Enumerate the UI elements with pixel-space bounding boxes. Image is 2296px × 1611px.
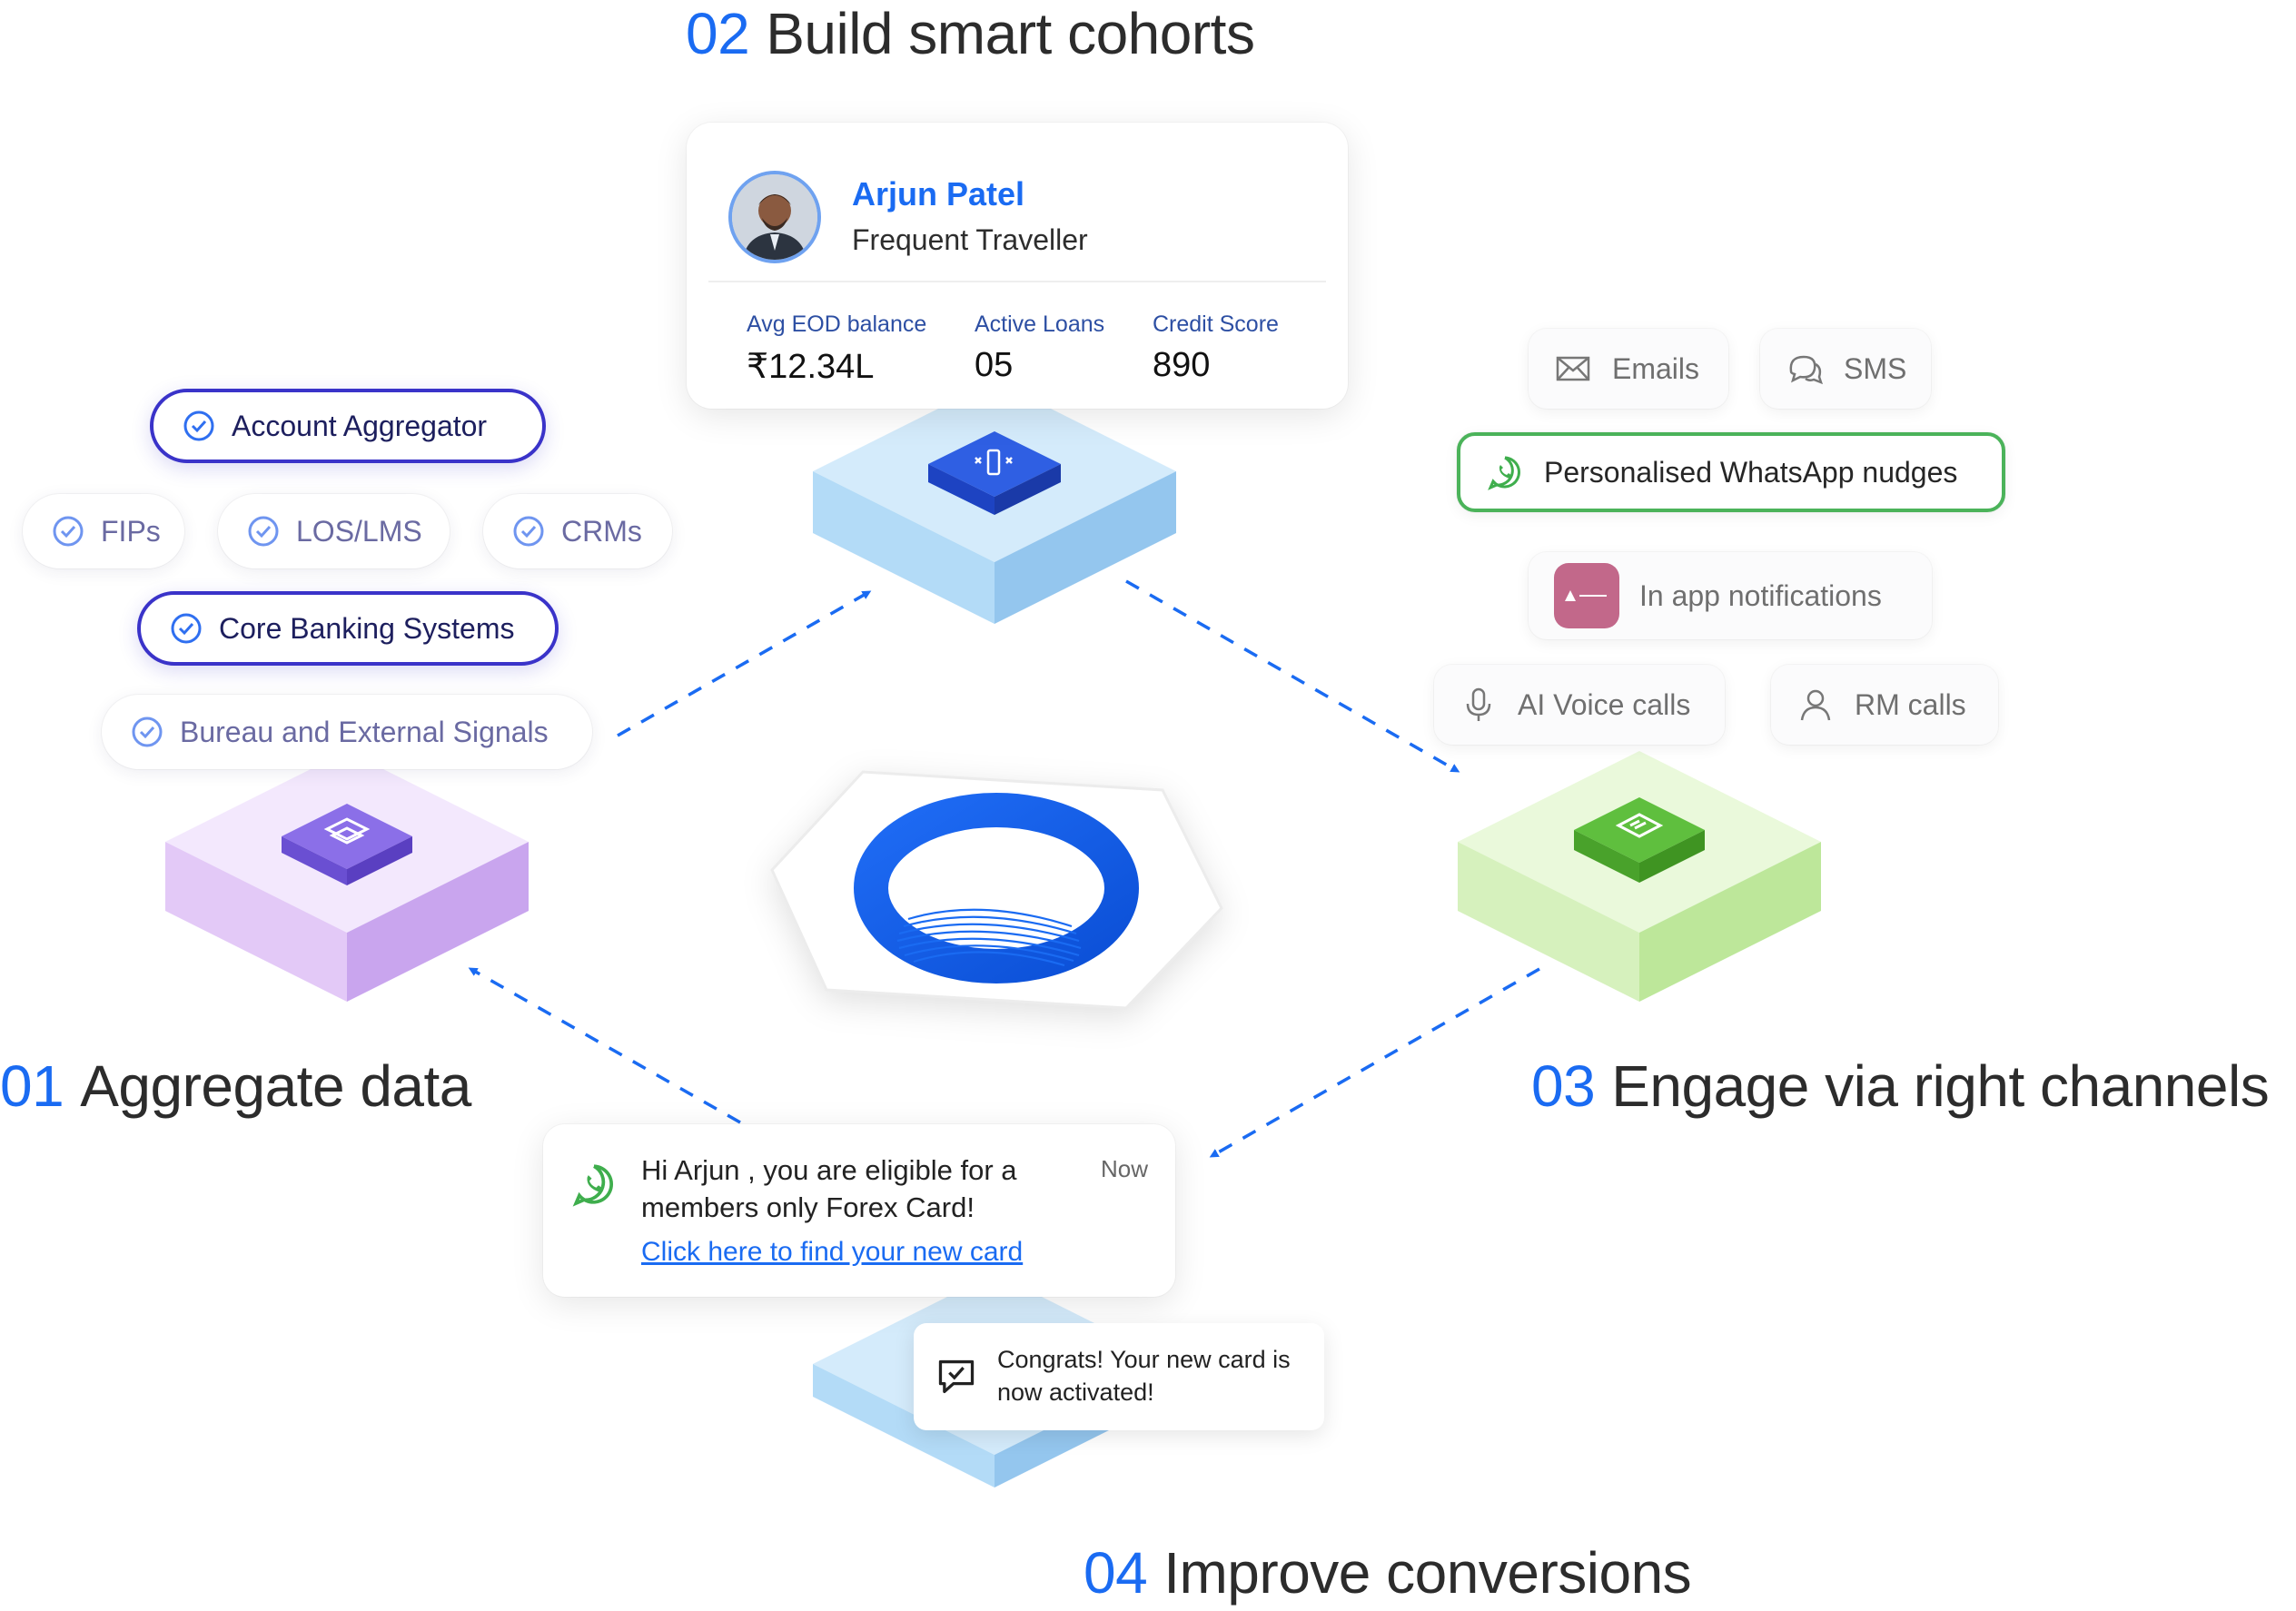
stat-label-loans: Active Loans (975, 311, 1105, 337)
whatsapp-icon (1488, 456, 1520, 490)
platform-logo (770, 770, 1223, 1010)
filter-icon (975, 449, 1013, 476)
tile-label: Emails (1612, 351, 1700, 385)
check-circle-icon (248, 516, 279, 547)
microphone-icon (1466, 687, 1491, 721)
whatsapp-notification[interactable]: Hi Arjun , you are eligible for a member… (543, 1124, 1175, 1297)
chip-fips[interactable]: FIPs (23, 494, 184, 568)
profile-segment: Frequent Traveller (852, 223, 1088, 256)
profile-name: Arjun Patel (852, 175, 1025, 212)
notification-message: Hi Arjun , you are eligible for a member… (641, 1154, 1017, 1223)
person-photo (732, 174, 817, 260)
engage-block (1458, 751, 1821, 1002)
chip-crms[interactable]: CRMs (483, 494, 672, 568)
card-divider (708, 281, 1326, 282)
profile-card[interactable]: Arjun Patel Frequent Traveller Avg EOD b… (687, 123, 1348, 409)
aggregate-block (165, 751, 529, 1002)
check-circle-icon (183, 410, 214, 441)
chat-bubbles-icon (1789, 355, 1824, 385)
avatar (728, 171, 821, 263)
chip-core-banking[interactable]: Core Banking Systems (137, 591, 559, 666)
chip-label: LOS/LMS (296, 514, 422, 548)
storage-icon (323, 817, 371, 845)
stat-label-balance: Avg EOD balance (747, 311, 927, 337)
message-icon (1615, 813, 1664, 838)
step-01-number: 01 (0, 1053, 64, 1119)
step-02-number: 02 (686, 1, 750, 66)
cohorts-block (813, 381, 1176, 624)
check-circle-icon (513, 516, 544, 547)
stat-value-balance: ₹12.34L (747, 348, 875, 386)
chip-bureau[interactable]: Bureau and External Signals (102, 695, 592, 769)
step-04-number: 04 (1084, 1540, 1148, 1606)
tile-label: AI Voice calls (1518, 687, 1691, 721)
bank-logo-icon (1565, 590, 1607, 601)
step-02-label: Build smart cohorts (766, 1, 1255, 66)
chip-label: CRMs (561, 514, 642, 548)
channel-rm-calls[interactable]: RM calls (1771, 665, 1998, 745)
step-04-label: Improve conversions (1163, 1540, 1692, 1606)
check-circle-icon (53, 516, 84, 547)
channel-sms[interactable]: SMS (1760, 329, 1931, 409)
step-01-label: Aggregate data (80, 1053, 471, 1119)
notification-time: Now (1101, 1155, 1149, 1182)
check-circle-icon (171, 613, 202, 644)
mail-icon (1556, 356, 1590, 381)
tile-label: RM calls (1855, 687, 1966, 721)
notification-link[interactable]: Click here to find your new card (641, 1237, 1024, 1267)
chip-account-aggregator[interactable]: Account Aggregator (150, 389, 546, 463)
tile-label: In app notifications (1639, 578, 1882, 612)
channel-whatsapp[interactable]: Personalised WhatsApp nudges (1457, 432, 2005, 512)
chip-label: Account Aggregator (232, 409, 488, 442)
check-circle-icon (132, 717, 163, 747)
stat-value-loans: 05 (975, 346, 1014, 384)
user-icon (1800, 689, 1831, 721)
bank-app-icon (1554, 563, 1619, 628)
chip-los-lms[interactable]: LOS/LMS (218, 494, 450, 568)
step-03-label: Engage via right channels (1611, 1053, 2270, 1119)
stat-value-credit: 890 (1153, 346, 1211, 384)
chip-label: Bureau and External Signals (180, 715, 549, 748)
confirmation-message: Congrats! Your new card is now activated… (997, 1346, 1291, 1406)
channel-ai-voice[interactable]: AI Voice calls (1434, 665, 1725, 745)
step-03-number: 03 (1531, 1053, 1596, 1119)
channel-emails[interactable]: Emails (1529, 329, 1728, 409)
stat-label-credit: Credit Score (1153, 311, 1279, 337)
chip-label: FIPs (101, 514, 161, 548)
chip-label: Core Banking Systems (219, 611, 515, 645)
tile-label: SMS (1844, 351, 1907, 385)
channel-in-app[interactable]: In app notifications (1529, 552, 1932, 639)
tile-label: Personalised WhatsApp nudges (1544, 455, 1958, 489)
whatsapp-icon (572, 1164, 613, 1207)
flow-arrows (468, 579, 1540, 1158)
chat-check-icon (938, 1359, 975, 1394)
confirmation-card: Congrats! Your new card is now activated… (914, 1323, 1324, 1430)
